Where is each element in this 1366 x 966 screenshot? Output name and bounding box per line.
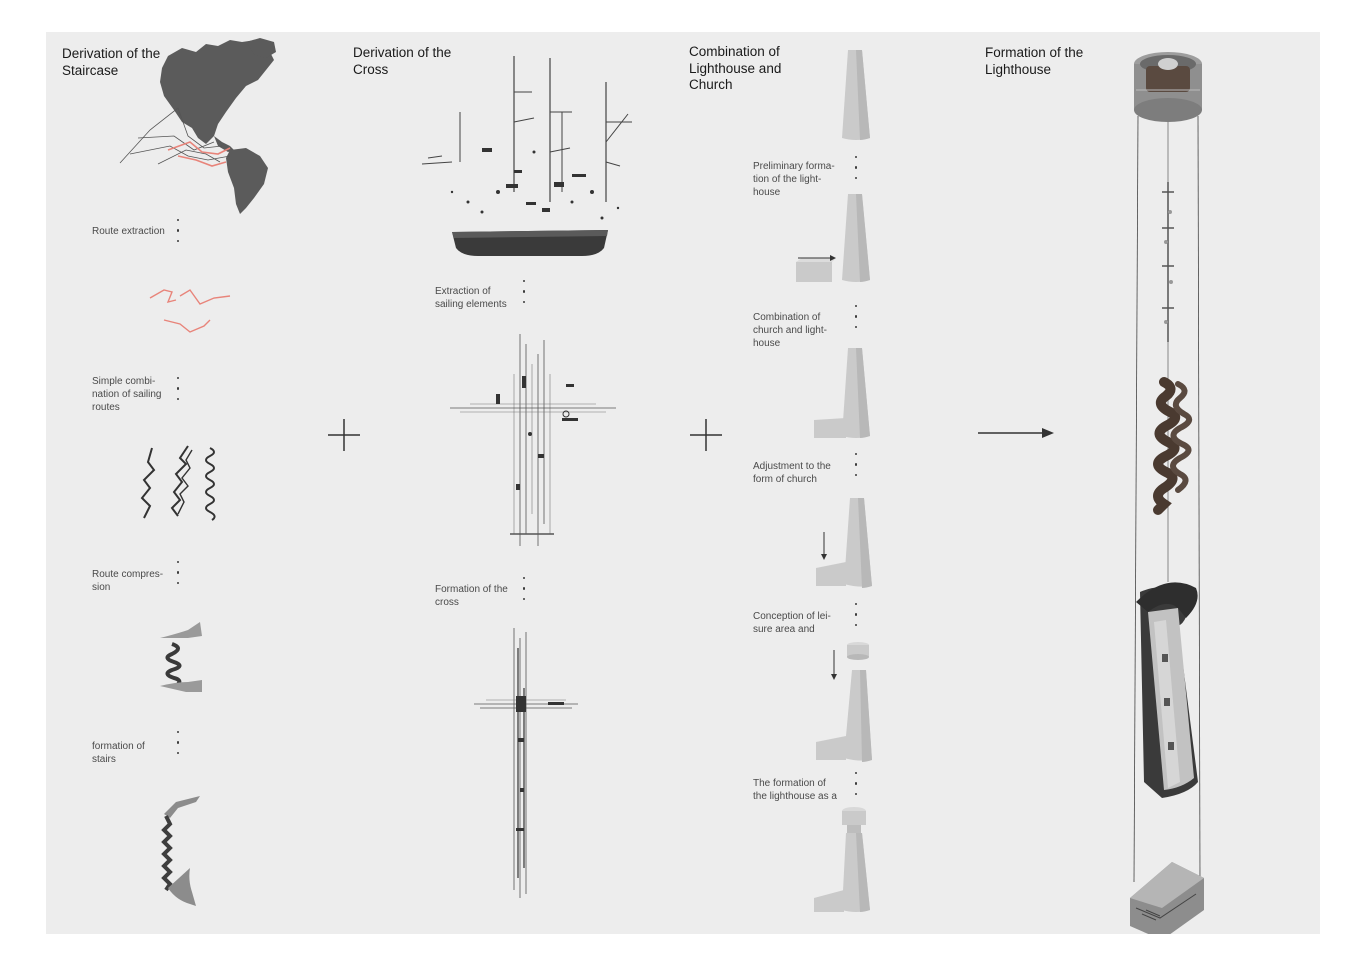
diagram-board: Derivation of the Staircase Route extrac… [46, 32, 1320, 934]
cross-graphic [474, 628, 578, 898]
stairs-model-graphic [161, 796, 200, 906]
combination-column-title: Combination of Lighthouse and Church [689, 44, 782, 92]
arrow-right-icon [978, 428, 1054, 438]
sailing-elements-cross-graphic [450, 334, 616, 546]
step-dots [177, 377, 180, 408]
step-route-compression: Route compres- sion [92, 569, 164, 593]
merged-volume-graphic [814, 348, 870, 438]
exploded-lighthouse-graphic [1130, 52, 1204, 934]
cross-column-title: Derivation of the Cross [353, 45, 452, 77]
compressed-route-model-graphic [160, 622, 202, 692]
step-dots [855, 603, 858, 634]
step-formation-of-the-cross: Formation of the cross [435, 584, 508, 608]
step-dots [855, 305, 858, 336]
plus-icon [328, 419, 360, 451]
lighthouse-tower-graphic [842, 50, 870, 140]
final-lighthouse-graphic [814, 807, 870, 912]
step-dots [523, 280, 526, 311]
step-dots [177, 219, 180, 250]
world-map-icon [119, 38, 276, 214]
step-extraction-of-sailing-elements: Extraction of sailing elements [435, 286, 507, 310]
step-adjustment-form-of-church: Adjustment to the form of church [753, 461, 831, 485]
step-dots [855, 453, 858, 484]
step-conception-leisure-area: Conception of lei- sure area and [753, 611, 831, 635]
step-dots [177, 561, 180, 592]
step-formation-lighthouse-as-a: The formation of the lighthouse as a [753, 778, 837, 802]
step-dots [855, 156, 858, 187]
sailing-ship-icon [421, 56, 632, 256]
formation-column-title: Formation of the Lighthouse [985, 45, 1084, 77]
extracted-routes-graphic [149, 289, 231, 333]
step-dots [523, 577, 526, 608]
step-route-extraction: Route extraction [92, 226, 165, 237]
step-preliminary-formation: Preliminary forma- tion of the light- ho… [753, 161, 835, 198]
staircase-column-title: Derivation of the Staircase [62, 46, 161, 78]
step-simple-combination: Simple combi- nation of sailing routes [92, 376, 162, 413]
step-dots [177, 731, 180, 762]
combined-routes-graphic [140, 445, 216, 521]
lighthouse-and-church-graphic [796, 194, 870, 282]
adjusted-church-graphic [816, 498, 872, 588]
step-formation-of-stairs: formation of stairs [92, 741, 145, 765]
plus-icon [690, 419, 722, 451]
step-dots [855, 772, 858, 803]
leisure-area-graphic [816, 642, 872, 762]
step-combination-church-lighthouse: Combination of church and light- house [753, 312, 827, 349]
